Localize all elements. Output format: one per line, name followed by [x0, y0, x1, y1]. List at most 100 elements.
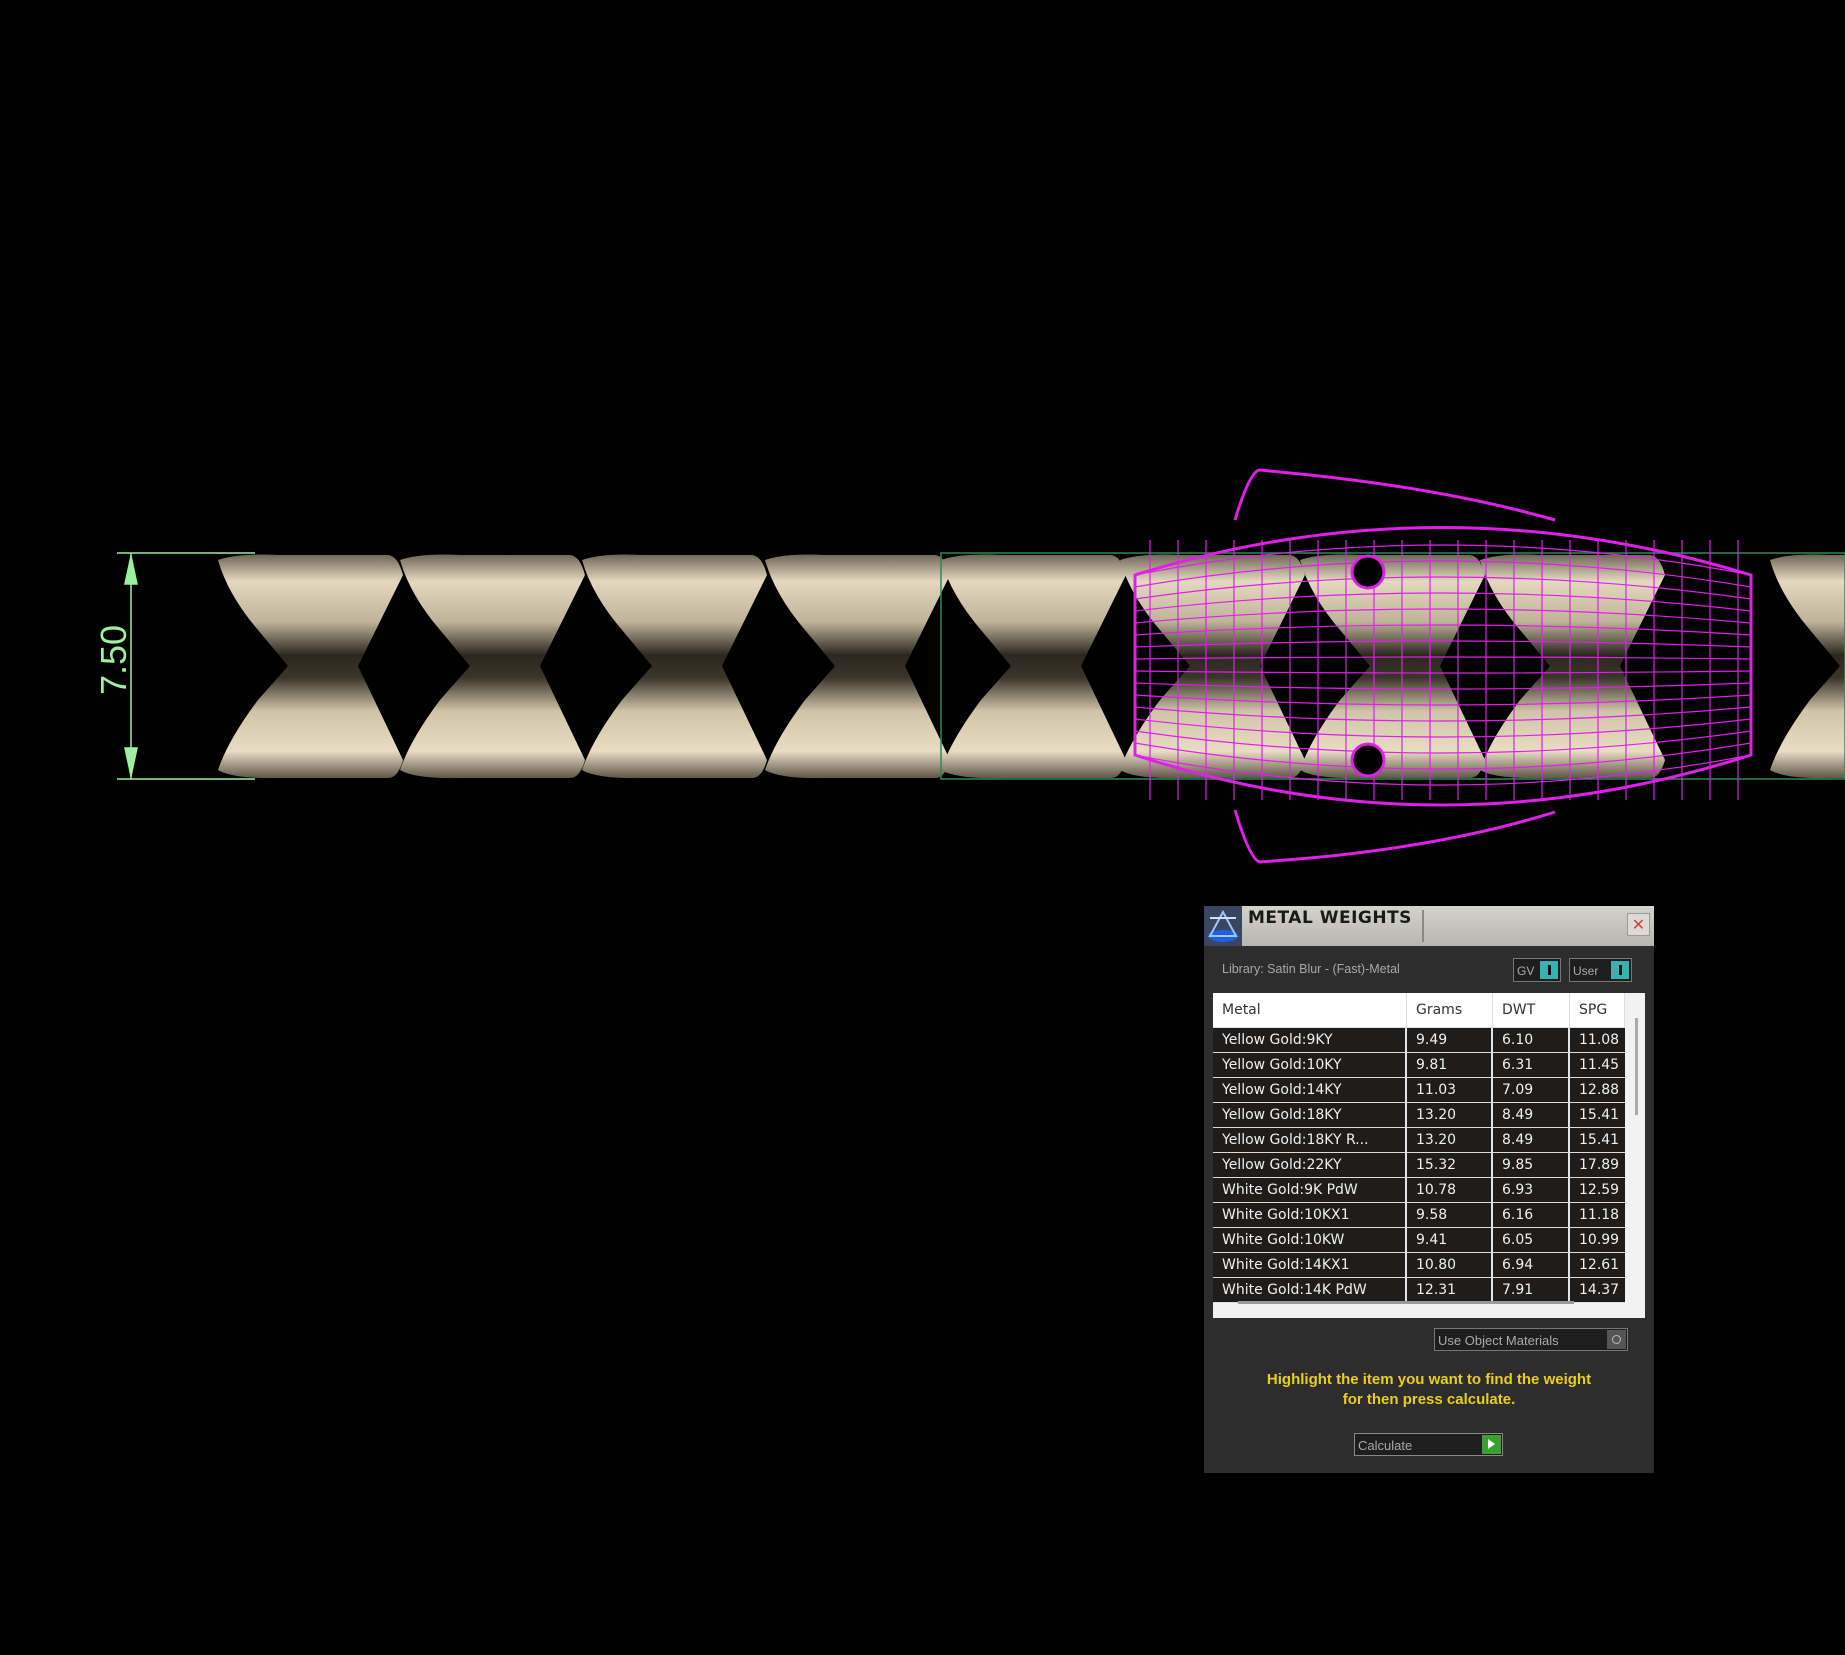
- cell-dwt: 7.09: [1493, 1078, 1570, 1102]
- cell-dwt: 6.05: [1493, 1228, 1570, 1252]
- wireframe-line: [1134, 544, 1752, 576]
- vertical-scrollbar[interactable]: [1635, 1018, 1638, 1115]
- cell-dwt: 8.49: [1493, 1128, 1570, 1152]
- cell-spg: 10.99: [1570, 1228, 1625, 1252]
- instruction-line-1: Highlight the item you want to find the …: [1266, 1371, 1592, 1388]
- scale-icon: [1204, 906, 1242, 946]
- header-dwt[interactable]: DWT: [1493, 993, 1570, 1027]
- cell-grams: 9.81: [1407, 1053, 1493, 1077]
- cell-dwt: 8.49: [1493, 1103, 1570, 1127]
- cell-spg: 11.45: [1570, 1053, 1625, 1077]
- cell-dwt: 6.93: [1493, 1178, 1570, 1202]
- cell-spg: 11.18: [1570, 1203, 1625, 1227]
- cell-metal: Yellow Gold:18KY R...: [1213, 1128, 1407, 1152]
- cell-metal: White Gold:10KW: [1213, 1228, 1407, 1252]
- cell-metal: White Gold:14KX1: [1213, 1253, 1407, 1277]
- horizontal-scrollbar[interactable]: [1238, 1301, 1574, 1304]
- cell-grams: 9.58: [1407, 1203, 1493, 1227]
- cell-metal: Yellow Gold:9KY: [1213, 1028, 1407, 1052]
- close-button[interactable]: ✕: [1627, 913, 1650, 936]
- cell-metal: Yellow Gold:22KY: [1213, 1153, 1407, 1177]
- cell-metal: Yellow Gold:14KY: [1213, 1078, 1407, 1102]
- title-divider: [1422, 910, 1424, 942]
- header-grams[interactable]: Grams: [1407, 993, 1493, 1027]
- cell-spg: 15.41: [1570, 1128, 1625, 1152]
- wireframe-line: [1134, 624, 1752, 636]
- user-toggle-label: User: [1573, 964, 1599, 978]
- cell-spg: 12.88: [1570, 1078, 1625, 1102]
- header-metal[interactable]: Metal: [1213, 993, 1407, 1027]
- toggle-switch-icon: [1611, 961, 1629, 979]
- chain-link: [941, 554, 1126, 779]
- header-spg[interactable]: SPG: [1570, 993, 1625, 1027]
- chain-link: [1770, 554, 1845, 779]
- cell-metal: Yellow Gold:10KY: [1213, 1053, 1407, 1077]
- dimension-label: 7.50: [93, 624, 134, 695]
- dialog-titlebar[interactable]: METAL WEIGHTS ✕: [1204, 906, 1654, 946]
- wireframe-line: [1134, 670, 1752, 674]
- cell-metal: Yellow Gold:18KY: [1213, 1103, 1407, 1127]
- cell-spg: 11.08: [1570, 1028, 1625, 1052]
- dialog-title: METAL WEIGHTS: [1248, 908, 1412, 928]
- cell-dwt: 6.94: [1493, 1253, 1570, 1277]
- cell-dwt: 7.91: [1493, 1278, 1570, 1302]
- cell-spg: 17.89: [1570, 1153, 1625, 1177]
- wireframe-line: [1134, 754, 1752, 786]
- calculate-button[interactable]: Calculate: [1354, 1433, 1503, 1456]
- cell-grams: 13.20: [1407, 1103, 1493, 1127]
- cell-metal: White Gold:14K PdW: [1213, 1278, 1407, 1302]
- play-arrow-icon: [1482, 1435, 1501, 1454]
- cell-grams: 9.41: [1407, 1228, 1493, 1252]
- wireframe-line: [1134, 742, 1752, 770]
- wireframe-line: [1134, 730, 1752, 754]
- library-label: Library: Satin Blur - (Fast)-Metal: [1222, 962, 1400, 976]
- wireframe-line: [1134, 608, 1752, 624]
- wireframe-line: [1134, 592, 1752, 612]
- wireframe-line: [1350, 742, 1386, 778]
- cell-grams: 11.03: [1407, 1078, 1493, 1102]
- instruction-text: Highlight the item you want to find the …: [1204, 1370, 1654, 1410]
- metal-weights-dialog: METAL WEIGHTS ✕ Library: Satin Blur - (F…: [1204, 906, 1654, 1473]
- cell-spg: 12.61: [1570, 1253, 1625, 1277]
- wireframe-line: [1134, 694, 1752, 706]
- chain-link: [1300, 554, 1485, 779]
- use-object-materials-label: Use Object Materials: [1438, 1333, 1559, 1348]
- user-toggle[interactable]: User: [1569, 958, 1632, 982]
- cell-grams: 10.78: [1407, 1178, 1493, 1202]
- chain-link: [400, 554, 585, 779]
- chain-link: [218, 554, 403, 779]
- radio-icon[interactable]: [1607, 1330, 1626, 1349]
- wireframe-line: [1233, 468, 1556, 864]
- gv-toggle[interactable]: GV: [1513, 958, 1561, 982]
- wireframe-line: [1134, 576, 1752, 600]
- wireframe-line: [1134, 718, 1752, 738]
- gv-toggle-label: GV: [1517, 964, 1535, 978]
- cell-metal: White Gold:9K PdW: [1213, 1178, 1407, 1202]
- cell-grams: 13.20: [1407, 1128, 1493, 1152]
- wireframe-bead[interactable]: [1133, 468, 1753, 864]
- wireframe-line: [1134, 656, 1752, 660]
- use-object-materials-option[interactable]: Use Object Materials: [1434, 1328, 1628, 1351]
- dimension-line: [117, 552, 255, 780]
- table-header: Metal Grams DWT SPG: [1213, 993, 1625, 1028]
- wireframe-line: [1350, 554, 1386, 590]
- wireframe-line: [1134, 560, 1752, 588]
- wireframe-line: [1134, 706, 1752, 722]
- cell-grams: 10.80: [1407, 1253, 1493, 1277]
- cell-grams: 12.31: [1407, 1278, 1493, 1302]
- cell-dwt: 6.16: [1493, 1203, 1570, 1227]
